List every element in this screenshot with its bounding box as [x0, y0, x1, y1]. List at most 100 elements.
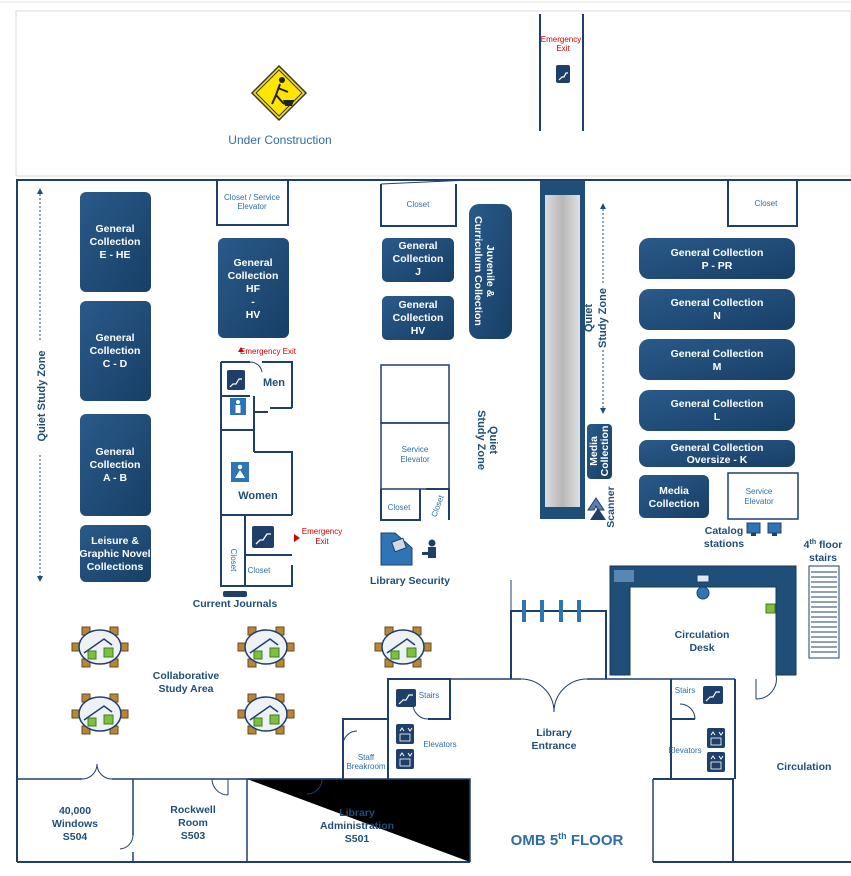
shelf-oversize-k[interactable]: General Collection Oversize - K — [639, 440, 795, 467]
men-restroom-icon — [230, 398, 246, 415]
catalog-stations-line2: stations — [704, 538, 744, 550]
svg-text:A - B: A - B — [103, 472, 128, 484]
collaborative-line1: Collaborative — [153, 670, 220, 682]
closet-right-top: Closet — [727, 180, 798, 227]
stairs-icon-left[interactable] — [227, 370, 245, 390]
svg-text:L: L — [714, 411, 721, 423]
shelf-media-vertical[interactable]: Media Collection — [587, 424, 612, 479]
restroom-block — [220, 361, 293, 587]
emergency-exit-lower-line2: Exit — [315, 537, 329, 546]
svg-text:General: General — [95, 332, 134, 344]
study-tables — [71, 626, 432, 735]
elevators-right-label: Elevators — [668, 746, 701, 755]
svg-text:J: J — [415, 266, 421, 278]
administration-line3: S501 — [345, 833, 370, 845]
svg-text:General: General — [95, 446, 134, 458]
stairs-icon-right[interactable] — [703, 686, 723, 704]
outer-walls — [16, 179, 851, 863]
journal-rack — [223, 591, 247, 597]
shelf-media-right[interactable]: Media Collection — [639, 475, 709, 518]
women-restroom-icon — [231, 462, 249, 482]
svg-text:General Collection: General Collection — [671, 247, 764, 259]
bottom-rooms-walls — [17, 763, 654, 862]
svg-text:Elevator: Elevator — [400, 455, 430, 464]
emergency-exit-top-line1: Emergency — [541, 35, 581, 44]
svg-text:Collection: Collection — [228, 270, 279, 282]
shelf-c-d[interactable]: General Collection C - D — [80, 301, 151, 401]
windows-room-line3: S504 — [63, 831, 88, 843]
svg-text:Curriculum Collection: Curriculum Collection — [472, 216, 484, 326]
quiet-zone-left-arrow — [37, 188, 43, 582]
windows-room-line1: 40,000 — [59, 805, 91, 817]
study-table — [71, 693, 129, 735]
svg-text:Service: Service — [746, 487, 773, 496]
computer-icon[interactable] — [746, 522, 782, 536]
circulation-desk-line2: Desk — [689, 642, 714, 654]
fourth-floor-stairs-icon[interactable] — [808, 565, 840, 659]
rockwell-room-line1: Rockwell — [170, 804, 216, 816]
svg-text:Collection: Collection — [393, 312, 444, 324]
shelf-l[interactable]: General Collection L — [639, 390, 795, 431]
svg-text:Closet: Closet — [407, 200, 430, 209]
elevators-center-label: Elevators — [423, 740, 456, 749]
svg-text:Collection: Collection — [599, 426, 611, 477]
svg-text:Collection: Collection — [90, 345, 141, 357]
shelf-hf-hv[interactable]: General Collection HF - HV — [218, 238, 289, 338]
shelf-a-b[interactable]: General Collection A - B — [80, 414, 151, 516]
shelf-p-pr[interactable]: General Collection P - PR — [639, 238, 795, 279]
svg-text:Oversize - K: Oversize - K — [687, 454, 748, 466]
svg-text:HF: HF — [246, 283, 261, 295]
shelf-e-he[interactable]: General Collection E - HE — [80, 192, 151, 292]
svg-text:Collection: Collection — [393, 253, 444, 265]
svg-text:Media: Media — [659, 485, 689, 497]
quiet-zone-right-arrow — [600, 203, 606, 414]
staff-breakroom-line1: Staff — [358, 753, 375, 762]
closet-service-elevator: Closet / Service Elevator — [216, 180, 289, 226]
stairs-icon-lower[interactable] — [252, 526, 274, 548]
svg-text:General: General — [233, 257, 272, 269]
scanner-icon[interactable] — [587, 497, 606, 520]
stairs-icon[interactable] — [556, 65, 570, 83]
elevator-icon-right[interactable] — [707, 728, 725, 772]
study-table — [237, 693, 295, 735]
svg-text:M: M — [713, 361, 722, 373]
closet-center-top: Closet — [380, 179, 471, 227]
stairs-icon-center[interactable] — [396, 689, 416, 707]
svg-text:General Collection: General Collection — [671, 348, 764, 360]
current-journals-label: Current Journals — [193, 598, 278, 610]
entrance-doors[interactable] — [450, 678, 735, 713]
stairs-elevators-right — [653, 674, 777, 862]
library-entrance-line1: Library — [536, 727, 572, 739]
men-label: Men — [263, 377, 285, 389]
svg-text:Elevator: Elevator — [744, 497, 774, 506]
scanner-label: Scanner — [605, 486, 617, 527]
shelf-m[interactable]: General Collection M — [639, 339, 795, 380]
shelf-juvenile[interactable]: Juvenile & Curriculum Collection — [469, 204, 512, 339]
svg-text:Collection: Collection — [90, 236, 141, 248]
shelf-n[interactable]: General Collection N — [639, 289, 795, 330]
quiet-zone-center-line2: Study Zone — [475, 410, 487, 470]
library-entrance-line2: Entrance — [532, 740, 577, 752]
svg-text:P - PR: P - PR — [702, 260, 733, 272]
rockwell-room-line2: Room — [178, 817, 208, 829]
construction-label: Under Construction — [228, 133, 331, 147]
administration-line2: Administration — [320, 820, 394, 832]
emergency-exit-lower-line1: Emergency — [302, 527, 342, 536]
security-desk-icon — [380, 532, 436, 566]
emergency-exit-top-line2: Exit — [556, 44, 570, 53]
quiet-zone-right-line1: Quiet — [583, 304, 595, 332]
fourth-floor-stairs-line2: stairs — [809, 552, 837, 564]
svg-text:Juvenile &: Juvenile & — [484, 245, 496, 298]
svg-text:Collection: Collection — [90, 459, 141, 471]
shelf-j[interactable]: General Collection J — [382, 238, 454, 282]
elevator-icon-center[interactable] — [396, 724, 414, 769]
shelf-leisure[interactable]: Leisure & Graphic Novel Collections — [79, 525, 151, 582]
circulation-label: Circulation — [777, 761, 832, 773]
staff-breakroom-line2: Breakroom — [346, 762, 385, 771]
svg-text:Media: Media — [588, 436, 600, 466]
stairs-right-label: Stairs — [675, 686, 695, 695]
svg-text:Closet: Closet — [430, 493, 446, 518]
svg-text:-: - — [251, 296, 255, 308]
shelf-hv[interactable]: General Collection HV — [382, 296, 454, 340]
